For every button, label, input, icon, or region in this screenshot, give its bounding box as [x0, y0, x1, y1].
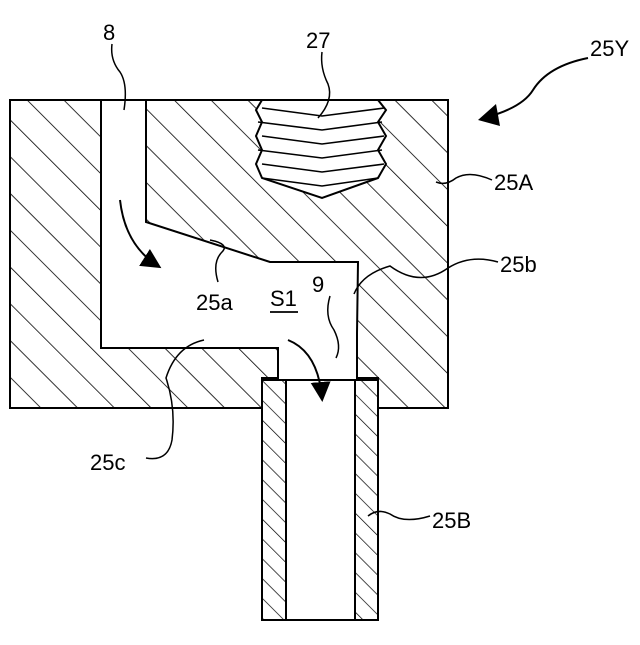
label-25y: 25Y: [590, 36, 629, 61]
label-s1: S1: [270, 286, 297, 311]
label-25a-block: 25A: [494, 170, 533, 195]
block-25a: [10, 100, 448, 408]
label-25b-face: 25b: [500, 252, 537, 277]
flow-arrow-lower: [288, 340, 322, 398]
label-27: 27: [306, 28, 330, 53]
fig-ref-arrow: [484, 58, 588, 118]
leader-9: [328, 296, 339, 358]
fig-ref-arrowhead: [478, 104, 500, 126]
label-9: 9: [312, 272, 324, 297]
tube-25b-left-wall: [262, 380, 286, 620]
tube-25b-right-wall: [355, 380, 378, 620]
label-25a-face: 25a: [196, 290, 233, 315]
label-8: 8: [103, 20, 115, 45]
label-25b-tube: 25B: [432, 508, 471, 533]
label-25c: 25c: [90, 450, 125, 475]
